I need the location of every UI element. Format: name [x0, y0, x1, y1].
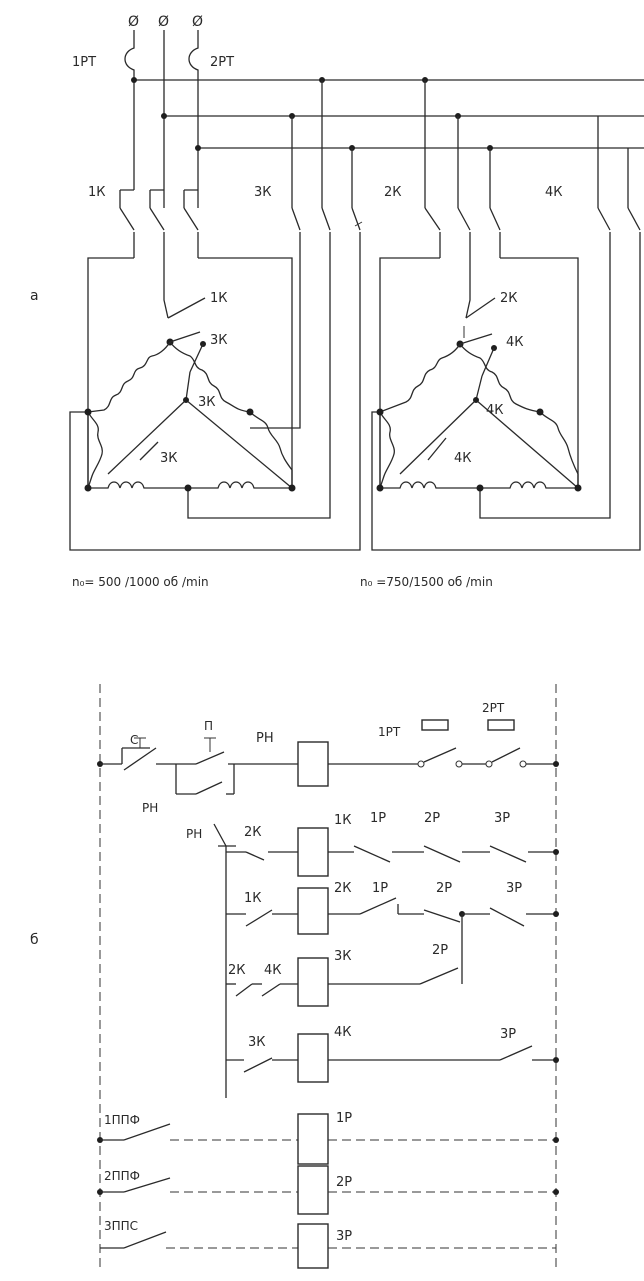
- coil-4k: [297, 1033, 329, 1083]
- contactor-2k-contacts: [424, 207, 501, 258]
- speed-label-winding-1: n₀= 500 /1000 об /min: [72, 575, 209, 589]
- motor-winding-2: 2К 4К 4К 4К: [371, 257, 641, 551]
- contactor-3k-contacts: [291, 207, 363, 258]
- coil-label-3p: 3Р: [336, 1229, 352, 1244]
- row-2k-contact-1k: 1К: [244, 891, 262, 906]
- winding1-contact-3k-mid: 3К: [198, 395, 216, 410]
- coil-2p: [297, 1165, 329, 1215]
- fuse-label-2rt: 2РТ: [210, 55, 234, 70]
- coil-label-2p: 2Р: [336, 1175, 352, 1190]
- terminal-symbol-l1: Ø: [128, 14, 139, 30]
- coil-label-1k: 1К: [334, 813, 352, 828]
- row-3k-contact-2p: 2Р: [432, 943, 448, 958]
- rn-contact-label: РН: [142, 801, 158, 815]
- program-switch-label-2: 2ППФ: [104, 1169, 140, 1183]
- thermal-relay-label-1rt: 1РТ: [378, 725, 401, 739]
- rn-feed-contact-label: РН: [186, 827, 202, 841]
- winding2-contact-2k: 2К: [500, 291, 518, 306]
- thermal-element-1rt: [421, 719, 449, 731]
- junction-dot: [161, 113, 167, 119]
- contactor-label-3k: 3К: [254, 185, 272, 200]
- winding1-contact-3k-top: 3К: [210, 333, 228, 348]
- feed-bus: РН: [186, 823, 236, 1098]
- row-1k-contact-2k: 2К: [244, 825, 262, 840]
- thermal-element-2rt: [487, 719, 515, 731]
- contactor-label-1k: 1К: [88, 185, 106, 200]
- supply-line-l3: [188, 30, 199, 208]
- coil-label-1p: 1Р: [336, 1111, 352, 1126]
- terminal-symbol-l2: Ø: [158, 14, 169, 30]
- motor-winding-1: 1К 3К 3К 3К: [69, 257, 361, 551]
- contactor-label-2k: 2К: [384, 185, 402, 200]
- fuse-label-1rt: 1РТ: [72, 55, 96, 70]
- coil-rn: [297, 741, 329, 787]
- row-4k-contact-3p: 3Р: [500, 1027, 516, 1042]
- row-4k-coil: 3К 4К 3Р: [226, 1025, 559, 1083]
- coil-1k: [297, 827, 329, 877]
- supply-line-l1: [124, 30, 135, 190]
- winding2-contact-4k-top: 4К: [506, 335, 524, 350]
- row-3k-coil: 2К 4К 3К 2Р: [226, 914, 463, 1007]
- row-3k-contact-2k: 2К: [228, 963, 246, 978]
- row-1k-contact-1p: 1Р: [370, 811, 386, 826]
- thermal-relay-label-2rt: 2РТ: [482, 701, 505, 715]
- row-3p-coil: 3ППС 3Р: [100, 1219, 556, 1269]
- stop-button-label: С: [130, 733, 138, 747]
- row-1k-coil: 2К 1К 1Р 2Р 3Р: [226, 811, 559, 877]
- power-circuit-diagram: а Ø Ø Ø 1РТ 2РТ 1К: [30, 14, 644, 589]
- junction-dot: [131, 77, 137, 83]
- row-1k-contact-3p: 3Р: [494, 811, 510, 826]
- coil-label-4k: 4К: [334, 1025, 352, 1040]
- coil-3p: [297, 1223, 329, 1269]
- coil-label-rn: РН: [256, 731, 274, 746]
- contactor-label-4k: 4К: [545, 185, 563, 200]
- contactor-1k-contacts: [119, 189, 199, 258]
- coil-label-2k: 2К: [334, 881, 352, 896]
- row-2k-coil: 1К 2К 1Р 2Р 3Р: [226, 881, 559, 935]
- coil-1p: [297, 1113, 329, 1165]
- section-label-a: а: [30, 288, 39, 304]
- row-2k-contact-2p: 2Р: [436, 881, 452, 896]
- junction-dot: [195, 145, 201, 151]
- section-label-b: б: [30, 932, 39, 948]
- start-button-label: П: [204, 719, 213, 733]
- winding1-contact-3k-low: 3К: [160, 451, 178, 466]
- row-2k-contact-3p: 3Р: [506, 881, 522, 896]
- speed-label-winding-2: n₀ =750/1500 об /min: [360, 575, 493, 589]
- row-1p-coil: 1ППФ 1Р: [97, 1111, 559, 1165]
- program-switch-label-1: 1ППФ: [104, 1113, 140, 1127]
- row-2p-coil: 2ППФ 2Р: [97, 1165, 559, 1215]
- row-4k-contact-3k: 3К: [248, 1035, 266, 1050]
- control-circuit-diagram: б С РН П: [30, 684, 559, 1270]
- winding2-contact-4k-mid: 4К: [486, 403, 504, 418]
- winding2-contact-4k-low: 4К: [454, 451, 472, 466]
- coil-3k: [297, 957, 329, 1007]
- contactor-4k-contacts: [597, 207, 641, 258]
- row-rn-coil: С РН П РН: [97, 701, 559, 815]
- row-3k-contact-4k: 4К: [264, 963, 282, 978]
- row-2k-contact-1p: 1Р: [372, 881, 388, 896]
- coil-label-3k: 3К: [334, 949, 352, 964]
- winding1-contact-1k: 1К: [210, 291, 228, 306]
- program-switch-label-3: 3ППС: [104, 1219, 138, 1233]
- row-1k-contact-2p: 2Р: [424, 811, 440, 826]
- terminal-symbol-l3: Ø: [192, 14, 203, 30]
- coil-2k: [297, 887, 329, 935]
